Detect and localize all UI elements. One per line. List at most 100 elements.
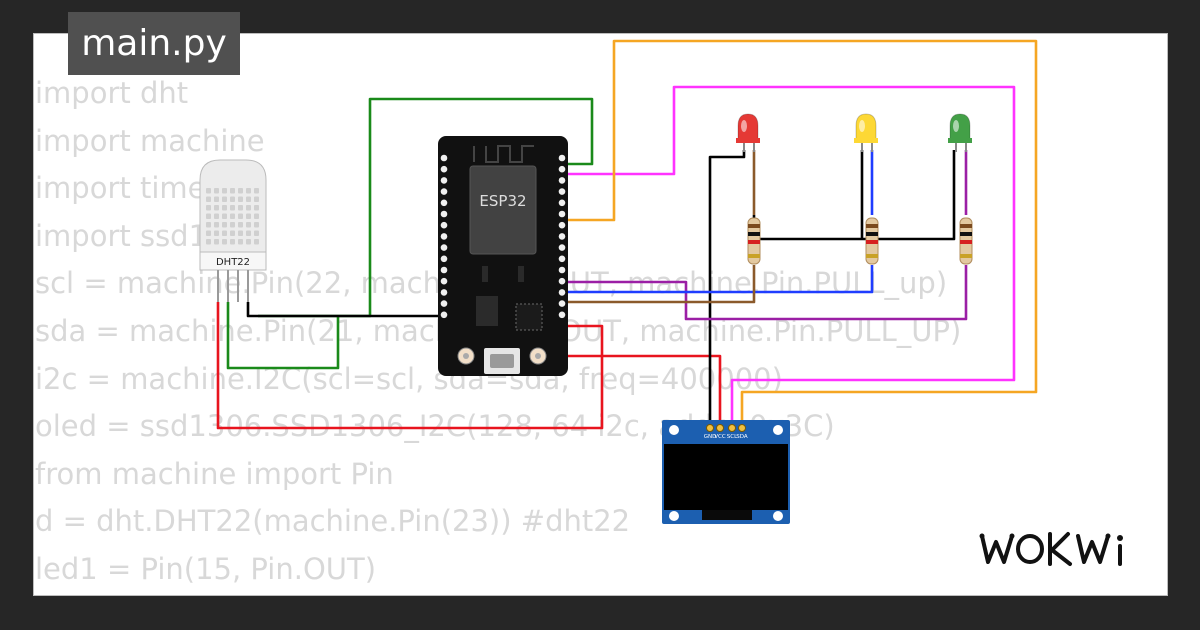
resistor-band [866,224,878,228]
resistor-band [748,224,760,228]
esp32-pin-right[interactable] [558,199,566,207]
oled-pin-label: SDA [736,434,748,440]
dht22-vent-hole [230,230,235,236]
dht22-vent-hole [206,222,211,228]
blue-wire [562,265,874,294]
led-red[interactable] [736,113,760,152]
dht22-vent-hole [238,205,243,211]
dht22-vent-hole [222,222,227,228]
esp32-pin-right[interactable] [558,255,566,263]
led-yellow[interactable] [854,113,878,152]
file-tab[interactable]: main.py [68,12,240,75]
resistor-band [960,254,972,258]
led-green[interactable] [948,113,972,152]
esp32-pin-left[interactable] [440,177,448,184]
esp32-pin-right[interactable] [558,266,566,274]
code-line: import dht [35,76,189,110]
oled-mount-hole [773,511,783,521]
esp32-pin-right[interactable] [558,311,566,319]
diagram-panel [33,33,1168,596]
esp32-pin-left[interactable] [440,266,448,274]
dht22-vent-hole [246,205,251,211]
dht22-vent-hole [254,196,259,202]
led-highlight [953,120,959,132]
orange-wire [562,39,1038,428]
dht22-vent-hole [254,239,259,245]
oled-flex [702,510,752,520]
oled-mount-hole [669,511,679,521]
resistor[interactable] [865,217,879,265]
esp32-pin-left[interactable] [440,199,448,207]
esp32-pin-right[interactable] [558,244,566,251]
led-rim [948,138,972,143]
esp32-pin-left[interactable] [440,210,448,218]
oled-mount-hole [773,425,783,435]
led-highlight [741,120,747,132]
dht22-vent-hole [254,205,259,211]
dht22-vent-hole [214,239,219,245]
led-rim [854,138,878,143]
code-line: import time [35,171,206,206]
dht22-vent-hole [230,222,235,228]
resistor-band [866,254,878,258]
dht22-vent-hole [230,196,235,202]
esp32-pin-left[interactable] [440,188,448,195]
oled-mount-hole [669,425,679,435]
esp32-pin-right[interactable] [558,289,566,296]
esp32-pin-left[interactable] [440,165,448,173]
resistor-band [960,240,972,244]
oled-pin-scl[interactable] [728,424,736,432]
dht22-label: DHT22 [216,257,250,268]
dht22-vent-hole [230,205,235,211]
resistor[interactable] [959,217,973,265]
wokwi-logo-mark [979,532,1123,566]
esp32-pin-left[interactable] [440,244,448,251]
dht22-vent-hole [254,222,259,228]
esp32-pin-right[interactable] [558,210,566,218]
esp32-pin-right[interactable] [558,233,566,240]
resistor-band [960,224,972,228]
esp32-pin-left[interactable] [440,221,448,229]
esp32-board[interactable]: ESP32 [438,136,568,376]
dht22-sensor[interactable]: DHT22 [199,159,267,302]
resistor-band [748,254,760,258]
esp32-usb-chip [515,303,543,331]
esp32-pin-left[interactable] [440,311,448,319]
resistor-band [866,232,878,236]
esp32-shield [469,165,537,255]
dht22-vent-hole [206,205,211,211]
esp32-pin-left[interactable] [440,289,448,296]
dht22-vent-hole [238,213,243,219]
red-wire [562,316,722,428]
esp32-pin-right[interactable] [558,221,566,229]
esp32-pin-right[interactable] [558,154,566,162]
led-body [855,113,877,141]
dht22-vent-hole [206,213,211,219]
code-line: from machine import Pin [35,456,394,491]
led-body [949,113,971,141]
esp32-pin-left[interactable] [440,233,448,240]
esp32-pin-right[interactable] [558,300,566,307]
purple-wire [562,265,968,321]
esp32-pin-left[interactable] [440,154,448,162]
resistor[interactable] [747,217,761,265]
esp32-pin-right[interactable] [558,277,566,285]
led-rim [736,138,760,143]
resistor-band [748,232,760,236]
oled-pin-vcc[interactable] [716,424,724,432]
dht22-vent-hole [238,222,243,228]
esp32-pin-right[interactable] [558,177,566,184]
dht22-vent-hole [222,196,227,202]
esp32-pin-left[interactable] [440,277,448,285]
esp32-pin-left[interactable] [440,255,448,263]
esp32-pin-right[interactable] [558,188,566,195]
esp32-pin-right[interactable] [558,165,566,173]
esp32-pin-left[interactable] [440,300,448,307]
oled-pin-gnd[interactable] [706,424,714,432]
magenta-wire [562,85,1016,428]
dht22-vent-hole [214,230,219,236]
oled-pin-sda[interactable] [738,424,746,432]
dht22-vent-hole [238,188,243,194]
oled-screen [664,444,788,510]
